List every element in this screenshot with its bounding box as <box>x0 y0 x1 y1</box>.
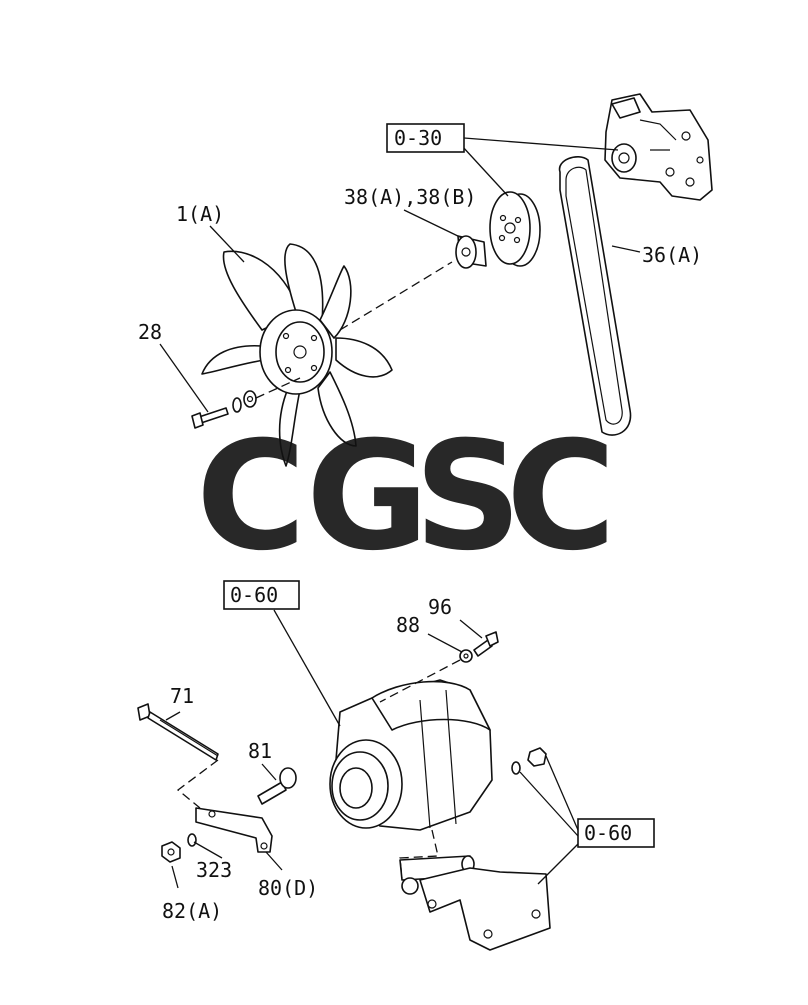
ref-box-mid <box>223 580 300 610</box>
fan-spacer <box>455 235 487 269</box>
label-fan: 1(A) <box>176 202 224 226</box>
pulley <box>489 191 541 267</box>
watermark-logo: C G S C <box>196 410 616 584</box>
adjusting-bar <box>195 807 273 853</box>
ref-label-top: 0-30 <box>394 126 442 150</box>
label-belt: 36(A) <box>642 243 702 267</box>
label-pulley: 38(A),38(B) <box>344 185 476 209</box>
label-fan-bolt: 28 <box>138 320 162 344</box>
ref-label-mid: 0-60 <box>230 583 278 607</box>
label-washer-88: 88 <box>396 613 420 637</box>
label-bolt-81: 81 <box>248 739 272 763</box>
watermark-letter-4: C <box>506 410 616 584</box>
long-bolt <box>137 703 219 761</box>
ref-label-bottom: 0-60 <box>584 821 632 845</box>
ref-box-top <box>386 123 465 153</box>
assembly-line-71 <box>176 759 219 809</box>
label-washer-323: 323 <box>196 858 232 882</box>
label-nut-82: 82(A) <box>162 899 222 923</box>
nut-right <box>511 747 547 775</box>
nut-82 <box>161 841 181 863</box>
bolt-81 <box>257 767 297 805</box>
watermark-letter-3: S <box>414 410 522 584</box>
v-belt <box>558 156 632 436</box>
bolt-96 <box>473 631 499 657</box>
assembly-line-bolt <box>255 377 301 399</box>
watermark-letter-1: C <box>196 410 306 584</box>
assembly-line-fan <box>339 261 453 331</box>
assembly-line-bracket <box>399 829 439 879</box>
leader-lines <box>159 137 641 889</box>
label-bolt-96: 96 <box>428 595 452 619</box>
label-bracket-80: 80(D) <box>258 876 318 900</box>
label-long-bolt: 71 <box>170 684 194 708</box>
watermark-letter-2: G <box>306 410 429 584</box>
cooling-fan <box>201 243 393 467</box>
assembly-line-bolt96 <box>379 659 461 703</box>
fan-bolt <box>191 390 257 429</box>
alternator <box>329 679 493 895</box>
water-pump <box>604 93 713 201</box>
alternator-bracket <box>419 867 551 951</box>
washer-88 <box>459 649 473 663</box>
washer-323 <box>187 833 197 847</box>
ref-box-bottom <box>577 818 655 848</box>
